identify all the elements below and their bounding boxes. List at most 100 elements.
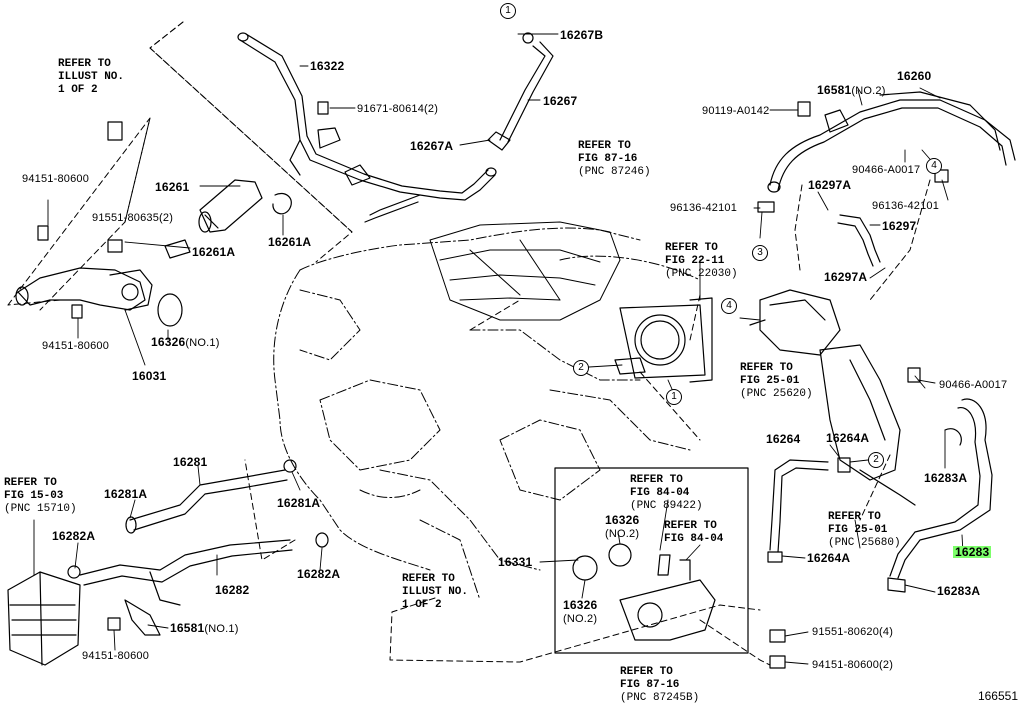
hose-16282 — [67, 532, 329, 606]
ref-line: FIG 15-03 — [4, 490, 64, 502]
part-label-16264A-2[interactable]: 16264A — [807, 551, 851, 565]
part-label-90119-A0142[interactable]: 90119-A0142 — [702, 105, 770, 117]
ref-line: FIG 22-11 — [665, 255, 725, 267]
part-qty: (NO.2) — [563, 613, 598, 625]
ref-note-fig-87-16-a[interactable]: REFER TO FIG 87-16 (PNC 87246) — [578, 140, 651, 179]
part-label-16261[interactable]: 16261 — [155, 180, 190, 194]
ref-line: FIG 87-16 — [620, 679, 680, 691]
part-label-16326-no1[interactable]: 16326(NO.1) — [151, 336, 220, 349]
ref-line: (PNC 25620) — [740, 388, 813, 400]
part-label-16282A-1[interactable]: 16282A — [52, 529, 96, 543]
clip-16581 — [107, 599, 161, 636]
part-label-16331[interactable]: 16331 — [498, 555, 533, 569]
ref-line: FIG 87-16 — [578, 153, 638, 165]
part-qty: (NO.2) — [605, 528, 640, 540]
ref-line: 1 OF 2 — [58, 84, 98, 96]
part-label-94151-80600-d[interactable]: 94151-80600(2) — [812, 659, 893, 671]
egr-assembly — [749, 289, 916, 506]
part-label-16322[interactable]: 16322 — [310, 59, 345, 73]
ref-note-illust-1of2-bottom[interactable]: REFER TO ILLUST NO. 1 OF 2 — [402, 573, 468, 612]
part-label-16267[interactable]: 16267 — [543, 94, 578, 108]
part-label-94151-80600-c[interactable]: 94151-80600 — [82, 650, 150, 662]
part-label-16282A-2[interactable]: 16282A — [297, 567, 341, 581]
throttle-body — [614, 297, 713, 383]
part-number: 94151-80600 — [812, 659, 880, 671]
part-label-16283A-2[interactable]: 16283A — [937, 584, 981, 598]
ref-line: (PNC 15710) — [4, 503, 77, 515]
part-number: 16326 — [151, 335, 186, 349]
part-label-16297[interactable]: 16297 — [882, 219, 917, 233]
engine-outline — [273, 227, 701, 601]
ref-line: ILLUST NO. — [402, 586, 469, 598]
part-label-16326-no2-b[interactable]: 16326(NO.2) — [563, 599, 597, 626]
part-number: 91671-80614 — [357, 103, 425, 115]
part-label-16281A-2[interactable]: 16281A — [277, 496, 321, 510]
ref-line: REFER TO — [740, 362, 793, 374]
part-label-90466-A0017-b[interactable]: 90466-A0017 — [939, 379, 1008, 391]
part-qty: (NO.1) — [204, 623, 239, 635]
part-label-96136-42101-a[interactable]: 96136-42101 — [670, 202, 738, 214]
part-qty: (4) — [879, 626, 894, 638]
part-label-90466-A0017-a[interactable]: 90466-A0017 — [852, 164, 921, 176]
part-label-16260[interactable]: 16260 — [897, 69, 932, 83]
callout-4-top: 4 — [926, 158, 942, 174]
ref-note-fig-25-01-a[interactable]: REFER TO FIG 25-01 (PNC 25620) — [740, 362, 813, 401]
ref-line: REFER TO — [664, 520, 717, 532]
part-label-16261A-2[interactable]: 16261A — [268, 235, 312, 249]
part-label-16031[interactable]: 16031 — [132, 369, 167, 383]
part-label-16581-no2[interactable]: 16581(NO.2) — [817, 84, 886, 97]
hose-16260 — [767, 91, 1016, 193]
part-qty: (2) — [159, 212, 174, 224]
part-label-16264[interactable]: 16264 — [766, 432, 801, 446]
ref-note-fig-84-04-b[interactable]: REFER TO FIG 84-04 — [664, 520, 723, 546]
part-label-16281A-1[interactable]: 16281A — [104, 487, 148, 501]
ref-note-fig-22-11[interactable]: REFER TO FIG 22-11 (PNC 22030) — [665, 242, 738, 281]
thermostat-housing-16031 — [15, 239, 191, 327]
ref-line: REFER TO — [665, 242, 718, 254]
part-label-94151-80600-b[interactable]: 94151-80600 — [42, 340, 110, 352]
ref-line: 1 OF 2 — [402, 599, 442, 611]
callout-2-throttle: 2 — [573, 360, 589, 376]
ref-line: FIG 25-01 — [828, 524, 888, 536]
ref-line: REFER TO — [4, 477, 57, 489]
part-label-91671-80614[interactable]: 91671-80614(2) — [357, 103, 438, 115]
ref-note-fig-15-03[interactable]: REFER TO FIG 15-03 (PNC 15710) — [4, 477, 77, 516]
callout-1-top: 1 — [500, 3, 516, 19]
oil-cooler — [7, 571, 81, 666]
water-inlet-frame — [554, 467, 749, 654]
part-label-16283A-1[interactable]: 16283A — [924, 471, 968, 485]
part-label-96136-42101-b[interactable]: 96136-42101 — [872, 200, 940, 212]
ref-line: REFER TO — [828, 511, 881, 523]
ref-line: FIG 84-04 — [630, 487, 690, 499]
part-label-91551-80635[interactable]: 91551-80635(2) — [92, 212, 173, 224]
ref-note-fig-84-04-a[interactable]: REFER TO FIG 84-04 (PNC 89422) — [630, 474, 703, 513]
hose-16281 — [125, 459, 297, 534]
part-label-16282[interactable]: 16282 — [215, 583, 250, 597]
hose-16283 — [887, 398, 993, 593]
part-label-16297A-1[interactable]: 16297A — [808, 178, 852, 192]
ref-line: ILLUST NO. — [58, 71, 125, 83]
ref-note-fig-25-01-b[interactable]: REFER TO FIG 25-01 (PNC 25680) — [828, 511, 901, 550]
callout-2-right: 2 — [868, 452, 884, 468]
bolts-left — [37, 101, 329, 319]
part-label-16261A-1[interactable]: 16261A — [192, 245, 236, 259]
part-label-16267B[interactable]: 16267B — [560, 28, 604, 42]
part-label-16326-no2-a[interactable]: 16326(NO.2) — [605, 514, 639, 541]
part-label-16267A[interactable]: 16267A — [410, 139, 454, 153]
part-label-16297A-2[interactable]: 16297A — [824, 270, 868, 284]
part-label-16264A-1[interactable]: 16264A — [826, 431, 870, 445]
ref-line: (PNC 87246) — [578, 166, 651, 178]
ref-note-illust-1of2-top[interactable]: REFER TO ILLUST NO. 1 OF 2 — [58, 58, 124, 97]
part-label-91551-80620[interactable]: 91551-80620(4) — [812, 626, 893, 638]
ref-line: (PNC 87245B) — [620, 692, 700, 704]
part-label-16283-highlighted[interactable]: 16283 — [953, 545, 992, 559]
part-number: 16326 — [563, 598, 598, 612]
part-qty: (NO.2) — [851, 85, 886, 97]
hose-16297 — [837, 214, 881, 267]
part-label-16581-no1[interactable]: 16581(NO.1) — [170, 622, 239, 635]
part-label-94151-80600-a[interactable]: 94151-80600 — [22, 173, 90, 185]
ref-note-fig-87-16-b[interactable]: REFER TO FIG 87-16 (PNC 87245B) — [620, 666, 699, 705]
part-label-16281[interactable]: 16281 — [173, 455, 208, 469]
leader-lines — [33, 33, 964, 665]
figure-id: 166551 — [977, 689, 1018, 703]
